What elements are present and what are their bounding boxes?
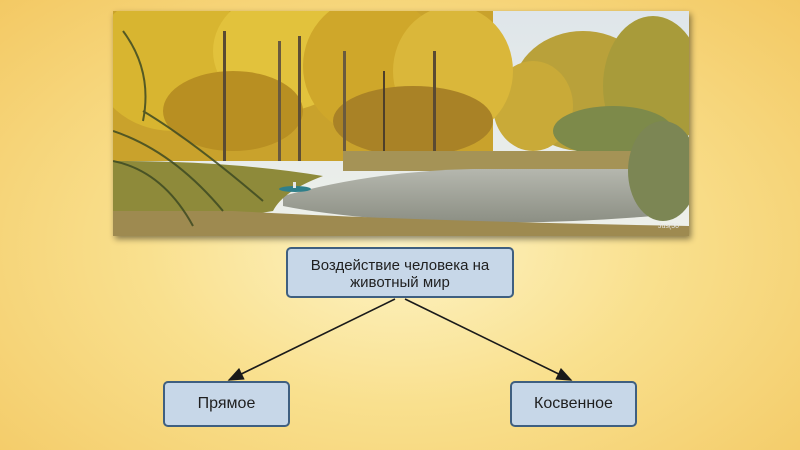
autumn-lake-photo: Jus(50 (113, 11, 689, 236)
photo-watermark: Jus(50 (657, 223, 679, 230)
direct-impact-label: Прямое (197, 395, 256, 412)
arrow-to-direct (227, 298, 396, 381)
direct-impact-node: Прямое (163, 381, 290, 427)
indirect-impact-label: Косвенное (534, 395, 613, 412)
indirect-impact-node: Косвенное (510, 381, 637, 427)
landscape-image (113, 11, 689, 236)
root-node-label: Воздействие человека на животный мир (310, 256, 490, 291)
arrow-to-indirect (404, 298, 573, 381)
root-node: Воздействие человека на животный мир (286, 247, 514, 298)
